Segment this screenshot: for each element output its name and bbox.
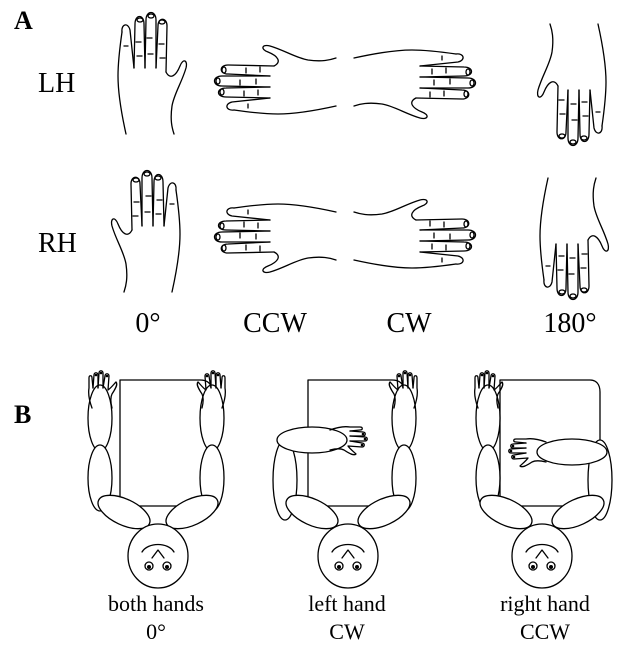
figure-right-hand-ccw — [475, 371, 612, 588]
hand-lh-0deg — [118, 13, 186, 135]
hand-lh-ccw — [215, 46, 337, 114]
figure-left-hand-cw — [273, 371, 417, 588]
hand-lh-cw — [354, 50, 476, 118]
hand-rh-ccw — [215, 204, 337, 272]
hand-lh-180deg — [538, 24, 606, 146]
hand-rh-0deg — [112, 171, 180, 293]
hand-rh-cw — [354, 200, 476, 268]
figure-both-hands-0deg — [88, 371, 225, 588]
hand-rh-180deg — [540, 178, 608, 300]
